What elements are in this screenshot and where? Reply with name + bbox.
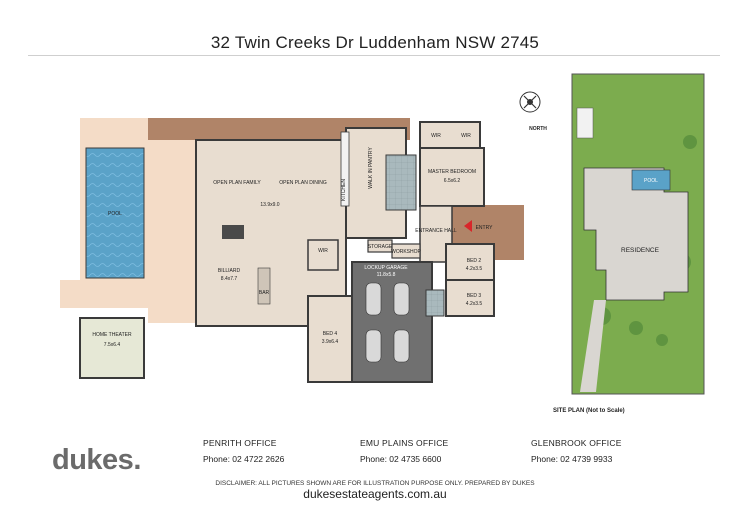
bed4-room [307, 295, 353, 383]
office-emu-plains: EMU PLAINS OFFICE Phone: 02 4735 6600 [360, 438, 448, 464]
entry-arrow-icon [464, 220, 472, 232]
office-name: GLENBROOK OFFICE [531, 438, 622, 448]
bed4-wir [307, 239, 339, 271]
site-residence-footprint [583, 167, 689, 301]
garage-label: LOCKUP GARAGE [364, 265, 408, 271]
garage-cars [365, 282, 410, 363]
entry-label: ENTRY [476, 225, 494, 231]
billiard-label: BILLIARD [218, 268, 241, 274]
open-plan-size: 13.9x9.0 [260, 202, 279, 208]
family-label: OPEN PLAN FAMILY [213, 180, 261, 186]
bed3-room [445, 279, 495, 317]
site-pool-label: POOL [644, 178, 658, 184]
master-bedroom-size: 6.5x6.2 [444, 178, 461, 184]
billiard-size: 8.4x7.7 [221, 276, 238, 282]
wir-2-label: WIR [461, 133, 471, 139]
bed3-size: 4.2x3.5 [466, 301, 483, 307]
disclaimer: DISCLAIMER: ALL PICTURES SHOWN ARE FOR I… [215, 480, 535, 487]
garage-size: 11.8x5.8 [377, 272, 396, 278]
dukes-logo: dukes. [52, 444, 141, 476]
home-theater-size: 7.5x6.4 [104, 342, 121, 348]
workshop-room [391, 243, 421, 259]
bar-counter [257, 267, 271, 305]
office-penrith: PENRITH OFFICE Phone: 02 4722 2626 [203, 438, 284, 464]
kitchen-label: KITCHEN [341, 179, 347, 201]
dining-label: OPEN PLAN DINING [279, 180, 327, 186]
title-divider [28, 55, 720, 56]
pantry-label: WALK IN PANTRY [368, 147, 374, 189]
car-3 [365, 329, 382, 363]
pool-water [85, 147, 145, 279]
wir-3-label: WIR [318, 248, 328, 254]
office-name: PENRITH OFFICE [203, 438, 277, 448]
tree-1 [683, 135, 697, 149]
car-1 [365, 282, 382, 316]
site-shed [576, 107, 594, 139]
storage-label: STORAGE [368, 244, 393, 250]
site-residence-label: RESIDENCE [621, 247, 660, 254]
laundry-tiles [385, 154, 417, 211]
home-theater-room [79, 317, 145, 379]
car-2 [393, 282, 410, 316]
bar-label: BAR [259, 290, 270, 296]
compass-icon [519, 91, 541, 113]
bed3-label: BED 3 [467, 293, 482, 299]
site-driveway [580, 300, 606, 392]
pool-terrace [60, 280, 150, 308]
site-pool [631, 169, 671, 191]
bed4-label: BED 4 [323, 331, 338, 337]
alfresco-area [148, 118, 196, 323]
office-glenbrook: GLENBROOK OFFICE Phone: 02 4739 9933 [531, 438, 622, 464]
master-bedroom-label: MASTER BEDROOM [428, 169, 476, 175]
page-title: 32 Twin Creeks Dr Luddenham NSW 2745 [210, 33, 540, 52]
bathroom-tiles [425, 289, 445, 317]
site-plan-caption: SITE PLAN (Not to Scale) [553, 408, 625, 414]
master-wir-area [419, 121, 481, 149]
compass-label: NORTH [529, 126, 547, 132]
entrance-hall [419, 205, 453, 263]
home-theater-label: HOME THEATER [92, 332, 132, 338]
office-name: EMU PLAINS OFFICE [360, 438, 449, 448]
bed2-label: BED 2 [467, 258, 482, 264]
bed2-room [445, 243, 495, 281]
dining-table [222, 225, 244, 239]
office-phone: Phone: 02 4739 9933 [531, 454, 613, 464]
garage-floor [351, 261, 433, 383]
website-link[interactable]: dukesestateagents.com.au [303, 487, 447, 501]
bed4-size: 3.9x6.4 [322, 339, 339, 345]
kitchen-bench [340, 131, 350, 207]
car-4 [393, 329, 410, 363]
tree-5 [656, 334, 668, 346]
wir-1-label: WIR [431, 133, 441, 139]
pool-label: POOL [108, 211, 122, 217]
office-phone: Phone: 02 4722 2626 [203, 454, 285, 464]
bed2-size: 4.2x3.5 [466, 266, 483, 272]
tree-4 [629, 321, 643, 335]
master-bedroom [419, 147, 485, 207]
entrance-hall-label: ENTRANCE HALL [415, 228, 457, 234]
office-phone: Phone: 02 4735 6600 [360, 454, 442, 464]
workshop-label: WORKSHOP [391, 249, 421, 255]
